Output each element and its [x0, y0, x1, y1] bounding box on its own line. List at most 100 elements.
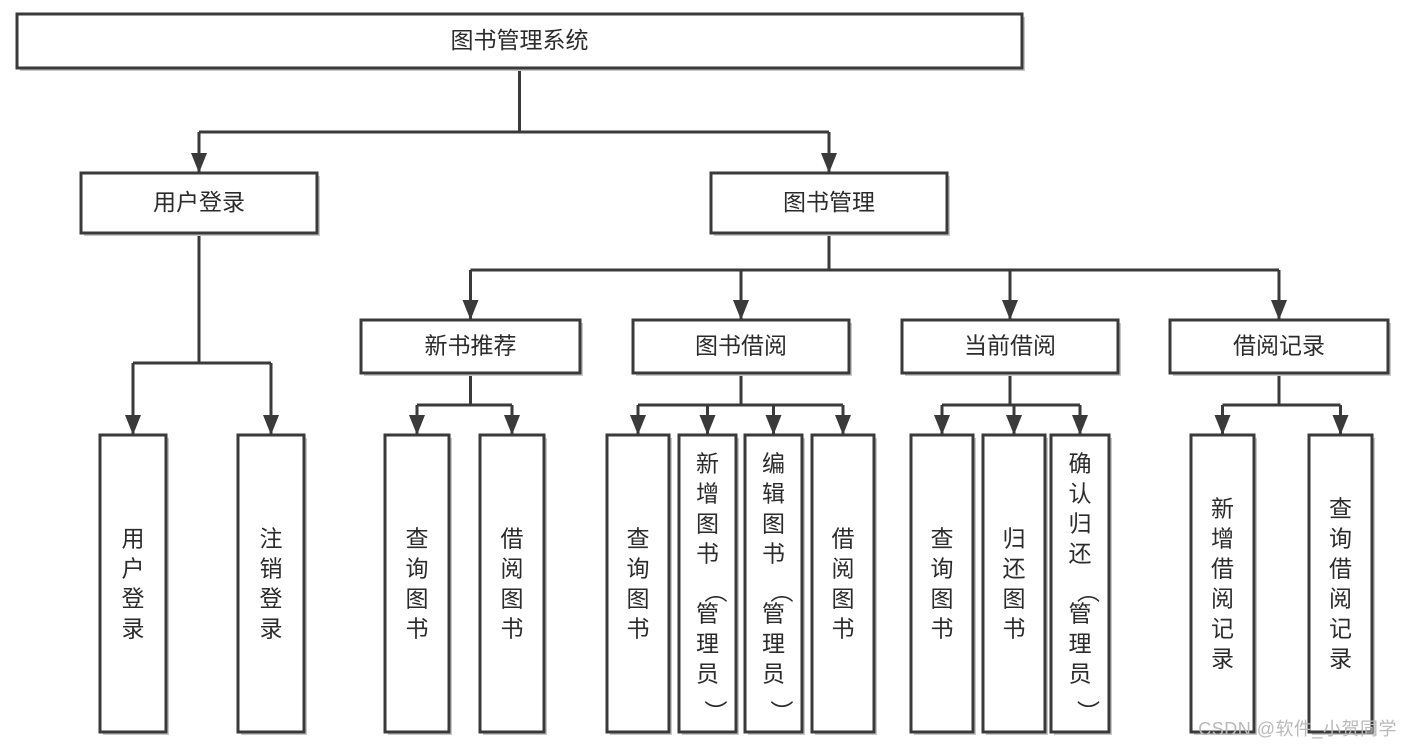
- node-label-char: 书: [627, 616, 650, 642]
- node-label-char: ）: [703, 700, 729, 723]
- node-box: [909, 433, 975, 734]
- node-root[interactable]: 图书管理系统: [15, 12, 1025, 71]
- node-label-char: 归: [1003, 526, 1026, 552]
- node-label: 用户登录: [153, 189, 245, 215]
- node-label-char: 询: [1329, 526, 1352, 552]
- connector-arrowhead: [1006, 415, 1022, 435]
- node-label-char: 图: [501, 586, 524, 612]
- node-label-char: 书: [931, 616, 954, 642]
- node-box: [1049, 433, 1111, 734]
- node-label-char: 书: [1003, 616, 1026, 642]
- node-label-char: 新: [696, 451, 719, 477]
- node-label-char: 图: [931, 586, 954, 612]
- node-label-char: 书: [696, 541, 719, 567]
- connector-arrowhead: [1332, 415, 1349, 435]
- node-box: [981, 433, 1047, 734]
- node-box: [15, 12, 1024, 70]
- node-label-char: 图: [696, 511, 719, 537]
- node-box: [1307, 433, 1374, 734]
- node-label-char: 图: [762, 511, 785, 537]
- node-label-char: 录: [1211, 646, 1234, 672]
- node-box: [743, 433, 804, 734]
- node-label-char: 销: [260, 556, 283, 582]
- node-label-char: 新: [1211, 496, 1234, 522]
- node-box: [1189, 433, 1256, 734]
- connector-arrowhead: [934, 415, 950, 435]
- node-label-char: 书: [406, 616, 429, 642]
- node-label-char: 录: [1329, 646, 1352, 672]
- node-label-char: 阅: [832, 556, 855, 582]
- node-label-char: 员: [762, 661, 785, 687]
- node-label-char: 增: [696, 481, 719, 507]
- connector-arrowhead: [462, 300, 479, 320]
- node-label-char: 认: [1069, 481, 1092, 507]
- node-label-char: 理: [762, 631, 785, 657]
- node-box: [98, 433, 168, 734]
- connector-arrowhead: [821, 153, 837, 173]
- node-label-char: 编: [762, 451, 785, 477]
- node-label-char: （: [703, 580, 729, 603]
- node-label: 图书管理: [783, 189, 875, 215]
- node-label: 新书推荐: [425, 333, 517, 359]
- node-label-char: 询: [931, 556, 954, 582]
- node-label-char: （: [769, 580, 795, 603]
- node-label-char: 还: [1069, 541, 1092, 567]
- node-new-book-recommend[interactable]: 新书推荐: [359, 318, 583, 376]
- connector-arrowhead: [835, 415, 851, 435]
- node-borrow-record[interactable]: 借阅记录: [1168, 318, 1391, 376]
- connector-arrowhead: [1002, 300, 1018, 320]
- node-label-char: 归: [1069, 511, 1092, 537]
- node-leaf-user-login[interactable]: 用户登录: [98, 433, 169, 735]
- node-label-char: 管: [762, 601, 785, 627]
- node-label-char: 注: [260, 526, 283, 552]
- node-label-char: 图: [832, 586, 855, 612]
- node-label-char: ）: [769, 700, 795, 723]
- connector-arrowhead: [699, 415, 716, 435]
- node-label-char: 借: [832, 526, 855, 552]
- node-label-char: 阅: [501, 556, 524, 582]
- node-label-char: 用: [122, 526, 145, 552]
- node-label-char: 登: [260, 586, 283, 612]
- node-label-char: 图: [406, 586, 429, 612]
- node-label-char: 确: [1069, 451, 1092, 477]
- node-label: 图书管理系统: [451, 27, 589, 53]
- connector-arrowhead: [733, 300, 749, 320]
- connector-arrowhead: [765, 415, 782, 435]
- node-box: [810, 433, 876, 734]
- connector-arrowhead: [125, 415, 141, 435]
- node-label-char: 录: [122, 616, 145, 642]
- node-label-char: 查: [627, 526, 650, 552]
- node-label-char: 借: [1211, 556, 1234, 582]
- node-label-char: （: [1075, 580, 1101, 603]
- node-label-char: 记: [1329, 616, 1352, 642]
- node-user-login[interactable]: 用户登录: [79, 171, 320, 236]
- node-label-char: 管: [696, 601, 719, 627]
- connector-arrowhead: [191, 153, 207, 173]
- node-label-char: 查: [931, 526, 954, 552]
- node-label-char: 借: [1329, 556, 1352, 582]
- node-box: [677, 433, 738, 734]
- node-label-char: 理: [696, 631, 719, 657]
- node-label-char: 书: [832, 616, 855, 642]
- node-book-borrow[interactable]: 图书借阅: [631, 318, 852, 376]
- node-label-char: 员: [1069, 661, 1092, 687]
- node-book-manage[interactable]: 图书管理: [709, 171, 950, 236]
- node-current-borrow[interactable]: 当前借阅: [900, 318, 1121, 376]
- node-label-char: 员: [696, 661, 719, 687]
- node-box: [1168, 318, 1390, 375]
- node-label-char: 阅: [1329, 586, 1352, 612]
